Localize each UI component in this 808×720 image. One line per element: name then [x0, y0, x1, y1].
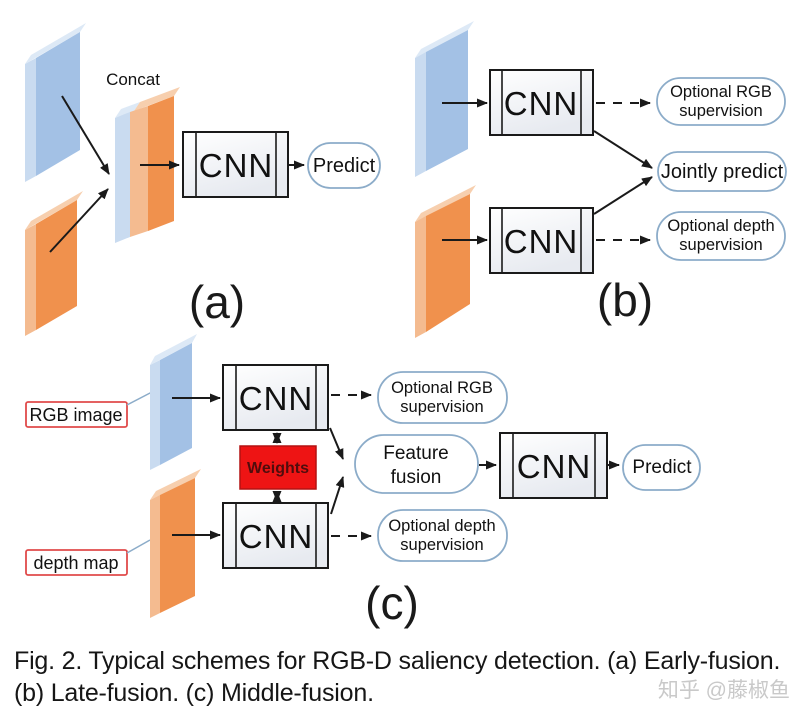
arrow-cnn-bottom-to-fusion — [330, 476, 345, 515]
svg-text:supervision: supervision — [400, 398, 483, 416]
cnn-block-c-fusion: CNN — [499, 432, 608, 499]
svg-text:depth map: depth map — [33, 553, 118, 573]
concat-label: Concat — [106, 70, 160, 89]
depth-feature-slab-b — [415, 185, 476, 338]
depth-tag-connector — [126, 539, 151, 554]
svg-text:Optional depth: Optional depth — [388, 517, 495, 535]
rgb-feature-slab-a — [25, 23, 86, 182]
weights-box: Weights — [239, 445, 317, 490]
arrow-rgb-to-concat — [61, 95, 110, 175]
diagram-svg: Concat CNN Predict (a) — [25, 21, 787, 629]
svg-text:Weights: Weights — [247, 460, 309, 477]
arrow-cnn-top-to-fusion — [329, 427, 344, 460]
cnn-block-c-top: CNN — [222, 364, 329, 431]
rgb-feature-slab-c — [150, 334, 197, 470]
watermark: 知乎 @藤椒鱼 — [657, 679, 790, 702]
svg-text:supervision: supervision — [400, 536, 483, 554]
cnn-label: CNN — [239, 380, 314, 417]
svg-text:Optional depth: Optional depth — [667, 217, 774, 235]
svg-text:Feature: Feature — [383, 443, 448, 464]
cnn-block-c-bottom: CNN — [222, 502, 329, 569]
figure-caption: Fig. 2. Typical schemes for RGB-D salien… — [14, 645, 804, 709]
svg-text:Jointly predict: Jointly predict — [661, 161, 784, 183]
panel-c-label: (c) — [365, 577, 419, 629]
cnn-label: CNN — [504, 85, 579, 122]
cnn-label: CNN — [239, 518, 314, 555]
rgb-tag-connector — [126, 391, 153, 406]
panel-b-label: (b) — [597, 274, 653, 326]
cnn-block-b-top: CNN — [489, 69, 594, 136]
cnn-label: CNN — [504, 223, 579, 260]
svg-text:Optional RGB: Optional RGB — [391, 379, 493, 397]
panel-b: CNN CNN Optional RGB supervision Jointly… — [415, 21, 787, 338]
feature-fusion-capsule: Feature fusion — [354, 434, 479, 494]
optional-rgb-supervision-capsule-c: Optional RGB supervision — [377, 371, 508, 424]
svg-text:Optional RGB: Optional RGB — [670, 83, 772, 101]
panel-a-label: (a) — [189, 276, 245, 328]
panel-a: Concat CNN Predict (a) — [25, 23, 381, 336]
cnn-block-a: CNN — [182, 131, 289, 198]
panel-c: RGB image depth map CNN — [25, 334, 701, 629]
arrow-depth-to-concat — [49, 188, 109, 253]
caption-line-1: Fig. 2. Typical schemes for RGB-D salien… — [14, 647, 781, 675]
rgb-feature-slab-b — [415, 21, 474, 177]
cnn-label: CNN — [517, 448, 592, 485]
cnn-block-b-bottom: CNN — [489, 207, 594, 274]
optional-rgb-supervision-capsule-b: Optional RGB supervision — [656, 77, 786, 126]
arrow-cnn-top-to-joint — [593, 130, 653, 169]
concat-slab — [115, 87, 180, 243]
arrow-cnn-bottom-to-joint — [593, 176, 653, 215]
rgb-image-tag: RGB image — [25, 401, 128, 428]
optional-depth-supervision-capsule-c: Optional depth supervision — [377, 509, 508, 562]
svg-text:RGB image: RGB image — [29, 405, 122, 425]
caption-line-2: (b) Late-fusion. (c) Middle-fusion. — [14, 679, 374, 707]
predict-capsule-c: Predict — [622, 444, 701, 491]
depth-feature-slab-c — [150, 469, 201, 618]
predict-capsule-a: Predict — [307, 142, 381, 189]
svg-text:supervision: supervision — [679, 102, 762, 120]
predict-label: Predict — [313, 155, 376, 177]
optional-depth-supervision-capsule-b: Optional depth supervision — [656, 211, 786, 261]
svg-text:Predict: Predict — [632, 457, 692, 478]
cnn-label: CNN — [199, 147, 274, 184]
depth-feature-slab-a — [25, 191, 83, 336]
svg-text:supervision: supervision — [679, 236, 762, 254]
depth-map-tag: depth map — [25, 549, 128, 576]
svg-text:fusion: fusion — [391, 467, 442, 488]
jointly-predict-capsule: Jointly predict — [657, 151, 787, 192]
